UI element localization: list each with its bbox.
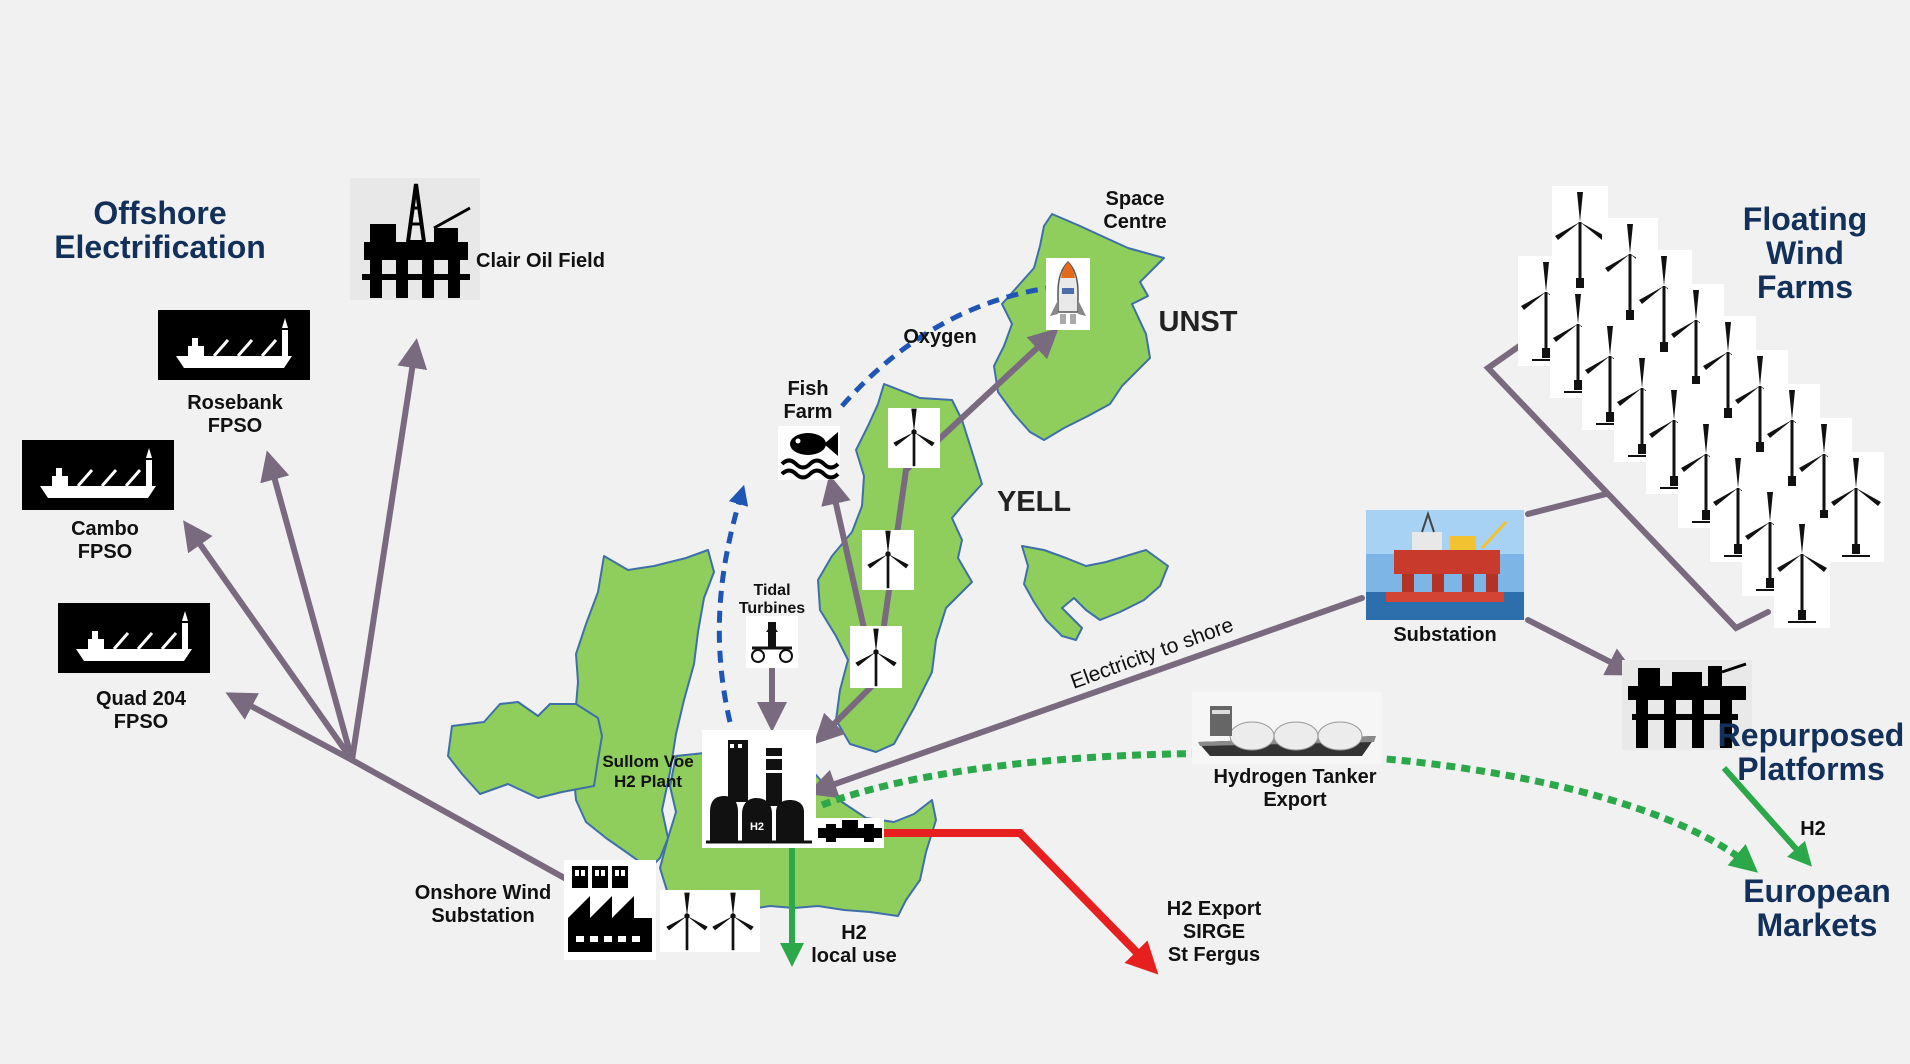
substation-label: Substation [1393,624,1497,646]
offshore-substation-photo [1366,510,1524,620]
fish-farm-label: Fish Farm [783,378,833,423]
h2-local-use-label: H2 local use [811,922,897,967]
h2-label: H2 [1800,818,1826,840]
island-label-yell: YELL [996,486,1072,518]
oil-platform-icon [1622,660,1752,750]
wind-turbine-icon [850,626,902,688]
h2-export-label: H2 Export SIRGE St Fergus [1166,898,1262,966]
onshore-wind-substation-label: Onshore Wind Substation [414,882,552,927]
svg-text:H2: H2 [750,821,764,833]
space-centre-label: Space Centre [1103,188,1167,233]
repurposed-to-europe-arrow [1721,766,1812,867]
heading-offshore-electrification: Offshore Electrification [54,195,266,265]
fpso-ship-icon [20,438,176,512]
floating-wind-farm [1518,186,1884,628]
wind-turbine-icon [1828,452,1884,562]
fpso-ship-icon [56,601,212,675]
floating-wind-links [806,337,1771,799]
heading-repurposed-platforms: Repurposed Platforms [1717,717,1905,787]
wind-turbine-icon [660,890,760,952]
hydrogen-plant-icon: H2 [702,730,816,848]
offshore-electrification-lines [183,338,571,883]
wind-turbine-icon [1774,518,1830,628]
hydrogen-tanker-export-label: Hydrogen Tanker Export [1213,766,1377,811]
island-label-unst: UNST [1158,306,1238,338]
quad-204-fpso-label: Quad 204 FPSO [95,688,187,733]
rocket-icon [1046,258,1090,330]
fetlar-island [1021,545,1169,641]
clair-oil-field-label: Clair Oil Field [476,250,605,272]
factory-icon [564,860,656,960]
tidal-turbines-label: Tidal Turbines [738,582,806,617]
rosebank-fpso-label: Rosebank FPSO [187,392,283,437]
cambo-fpso-label: Cambo FPSO [71,518,139,563]
fish-icon [778,426,840,480]
heading-european-markets: European Markets [1743,873,1891,943]
wind-turbine-icon [862,529,914,590]
fpso-ship-icon [156,308,312,382]
sullom-voe-h2-plant-label: Sullom Voe H2 Plant [602,752,694,791]
h2-export-pipeline [880,829,1159,975]
oxygen-flow [716,285,1049,723]
wind-turbine-icon [888,407,940,468]
mainland-west [447,701,603,799]
lng-tanker-icon [1192,692,1382,764]
pipeline-icon [816,818,884,848]
heading-floating-wind-farms: Floating Wind Farms [1742,201,1868,305]
tidal-turbine-icon [746,616,798,668]
oxygen-label: Oxygen [903,326,977,348]
oil-platform-icon [348,176,482,302]
